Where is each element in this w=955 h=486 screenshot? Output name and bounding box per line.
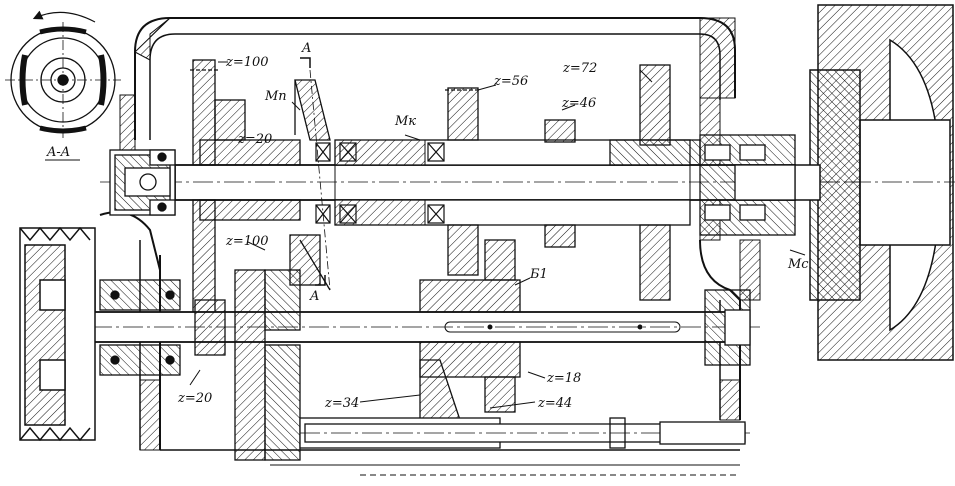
pulley: [19, 226, 96, 442]
bottom-rod: [300, 417, 750, 449]
label-mp: Mп: [264, 89, 287, 104]
left-bearing-top: [109, 149, 176, 216]
label-z72: z=72: [562, 61, 597, 76]
label-z20-top: z=20: [237, 132, 272, 147]
label-z46: z=46: [561, 96, 596, 111]
gear-z56: [445, 87, 480, 276]
label-z100-top: z=100: [225, 55, 269, 70]
right-bearing-top: [699, 134, 796, 236]
lower-right-bearing: [704, 289, 751, 366]
label-z56: z=56: [493, 74, 528, 89]
label-section-aa: A-A: [46, 145, 70, 160]
section-aa-view: [5, 10, 121, 138]
label-section-a-bottom: A: [309, 289, 319, 304]
label-z44: z=44: [537, 396, 572, 411]
section-cut-line: [300, 57, 331, 291]
label-z34: z=34: [324, 396, 359, 411]
label-z100-left: z=100: [225, 234, 269, 249]
gear-z20-lower: [99, 269, 301, 461]
labels: z=100 A Mп z=20 z=56 z=72 z=46 Mк z=100 …: [45, 41, 809, 411]
label-z18: z=18: [546, 371, 581, 386]
gear-z100-top: [190, 59, 301, 326]
label-mc: Mc: [787, 257, 809, 272]
main-shaft: [100, 139, 950, 226]
label-z20-bottom: z=20: [177, 391, 212, 406]
leader-lines: [189, 61, 806, 409]
lower-shaft: [30, 311, 760, 343]
right-flywheel: [789, 4, 955, 361]
gear-z72: [609, 64, 701, 301]
gear-z46: [544, 119, 576, 248]
label-mk: Mк: [394, 114, 416, 129]
label-b1: Б1: [529, 267, 548, 282]
label-section-a-top: A: [301, 41, 311, 56]
